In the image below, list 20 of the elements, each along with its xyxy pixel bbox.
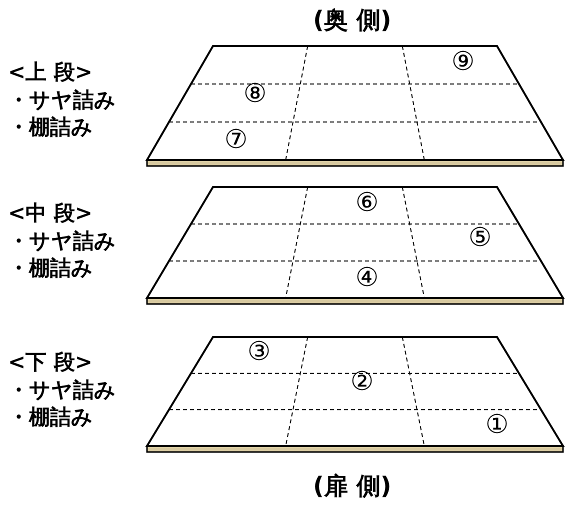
- side-heading: (奥 側): [313, 8, 392, 32]
- position-number: ⑦: [224, 127, 248, 153]
- side-heading: (扉 側): [313, 474, 392, 498]
- position-number: ⑥: [355, 190, 379, 216]
- position-number: ⑧: [243, 81, 267, 107]
- position-number: ②: [350, 369, 374, 395]
- position-number: ⑤: [468, 225, 492, 251]
- position-number: ③: [247, 339, 271, 365]
- packing-note: ・棚詰み: [8, 407, 93, 428]
- packing-note: ・サヤ詰み: [8, 380, 116, 401]
- position-number: ④: [355, 265, 379, 291]
- packing-note: ・棚詰み: [8, 117, 93, 138]
- position-number: ⑨: [451, 49, 475, 75]
- position-number: ①: [485, 412, 509, 438]
- tier-heading: <中 段>: [8, 203, 93, 224]
- tier-heading: <下 段>: [8, 352, 93, 373]
- packing-note: ・棚詰み: [8, 258, 93, 279]
- packing-note: ・サヤ詰み: [8, 90, 116, 111]
- tier-heading: <上 段>: [8, 62, 93, 83]
- packing-note: ・サヤ詰み: [8, 231, 116, 252]
